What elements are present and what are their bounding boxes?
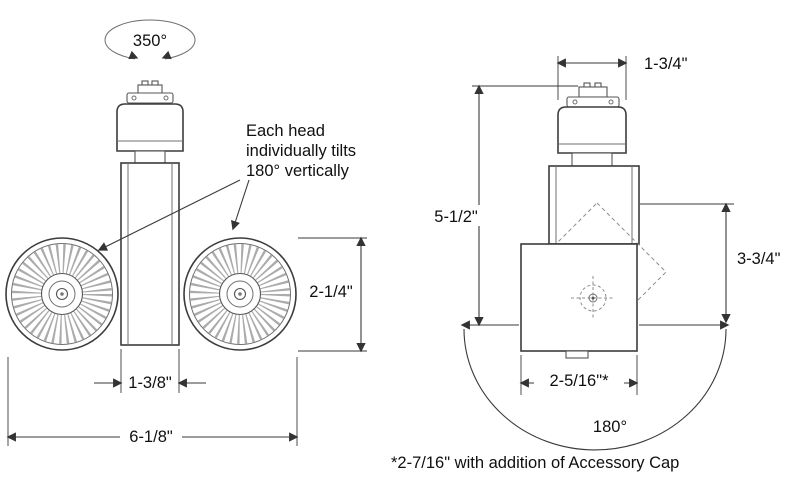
pivot-circle	[588, 293, 598, 303]
rotation-arrow: 350°	[104, 19, 196, 64]
track-adapter-left	[116, 80, 184, 164]
dim-overall-width-label: 6-1/8"	[129, 428, 173, 446]
tilt-note-line-2: individually tilts	[246, 142, 356, 160]
body-outline	[120, 162, 180, 346]
head-fins	[190, 244, 290, 344]
lamp-head-right	[183, 237, 297, 351]
adapter-body	[557, 106, 627, 154]
adapter-flange	[566, 96, 620, 108]
flange-screw	[163, 95, 169, 101]
head-inner-rim	[189, 243, 291, 345]
dim-top-width-label: 1-3/4"	[644, 55, 688, 73]
rotation-350-label: 350°	[133, 32, 167, 50]
leader-line-left-head	[97, 179, 241, 251]
tilt-arc	[463, 328, 727, 451]
head-bottom-tab	[565, 350, 589, 359]
track-contact	[578, 86, 608, 98]
flange-screw	[608, 99, 614, 105]
fixture-body-right	[548, 165, 640, 245]
adapter-neck	[571, 152, 613, 167]
dim-head-diagonal-label: 3-3/4"	[737, 250, 781, 268]
head-lens-ring-2	[48, 280, 76, 308]
head-center-dot	[238, 292, 242, 296]
pivot-dot	[591, 296, 595, 300]
rotation-arrowhead-right	[161, 50, 172, 60]
right-view: 180° 1-3/4" 5-1/2" 3-3/4" 2-	[429, 55, 781, 451]
dim-overall-width: 6-1/8"	[6, 357, 299, 446]
label-backing	[429, 205, 484, 226]
dim-body-width: 1-3/8"	[94, 349, 206, 393]
dim-tilt-sweep-label: 180°	[593, 418, 627, 436]
tilt-annotation: Each head individually tilts 180° vertic…	[97, 122, 356, 251]
dim-top-width: 1-3/4"	[556, 55, 688, 100]
rotation-arrowhead-left	[128, 50, 139, 60]
dim-head-width-label: 2-5/16"*	[549, 372, 609, 390]
left-view: 350°	[5, 19, 367, 446]
leader-line-right-head	[231, 179, 250, 231]
track-adapter-right	[557, 82, 627, 167]
tilt-note-line-1: Each head	[246, 122, 325, 140]
dim-head-width: 2-5/16"*	[519, 355, 639, 395]
adapter-neck	[134, 150, 166, 164]
flange-screw	[572, 99, 578, 105]
tilt-sweep: 180°	[460, 320, 730, 451]
lamp-head-left	[5, 237, 119, 351]
dim-body-width-label: 1-3/8"	[128, 374, 172, 392]
body-outline	[548, 165, 640, 245]
flange-screw	[131, 95, 137, 101]
fixture-body-left	[120, 162, 180, 346]
dim-head-diagonal: 3-3/4"	[640, 202, 781, 324]
label-backing	[534, 371, 624, 390]
dim-head-height-label: 2-1/4"	[309, 283, 353, 301]
lamp-head-side	[520, 243, 638, 359]
adapter-body	[116, 103, 184, 152]
tilt-note-line-3: 180° vertically	[246, 162, 350, 180]
adapter-flange	[126, 92, 174, 104]
dim-overall-height: 5-1/2"	[429, 84, 578, 327]
pivot-circle-dashed	[579, 284, 607, 312]
head-center-dot	[60, 292, 64, 296]
label-backing	[120, 427, 182, 445]
rotation-gap	[135, 50, 165, 64]
dim-overall-height-label: 5-1/2"	[434, 208, 478, 226]
head-lens-ring-2	[226, 280, 254, 308]
accessory-cap-footnote: *2-7/16" with addition of Accessory Cap	[391, 454, 679, 472]
head-fins	[12, 244, 112, 344]
head-inner-rim	[11, 243, 113, 345]
dim-head-height: 2-1/4"	[298, 236, 367, 353]
